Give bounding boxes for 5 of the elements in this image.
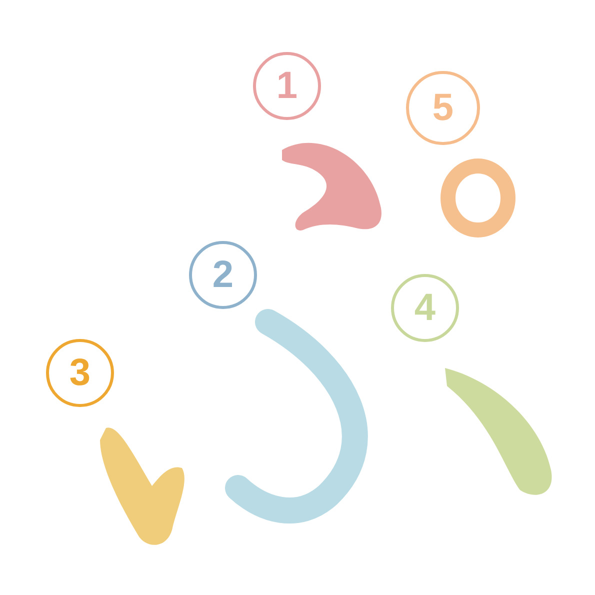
step-number: 4 [414,289,436,327]
step-number: 2 [212,256,234,294]
step-number: 3 [69,354,91,392]
step-number: 5 [432,89,454,127]
step-number: 1 [276,67,298,105]
